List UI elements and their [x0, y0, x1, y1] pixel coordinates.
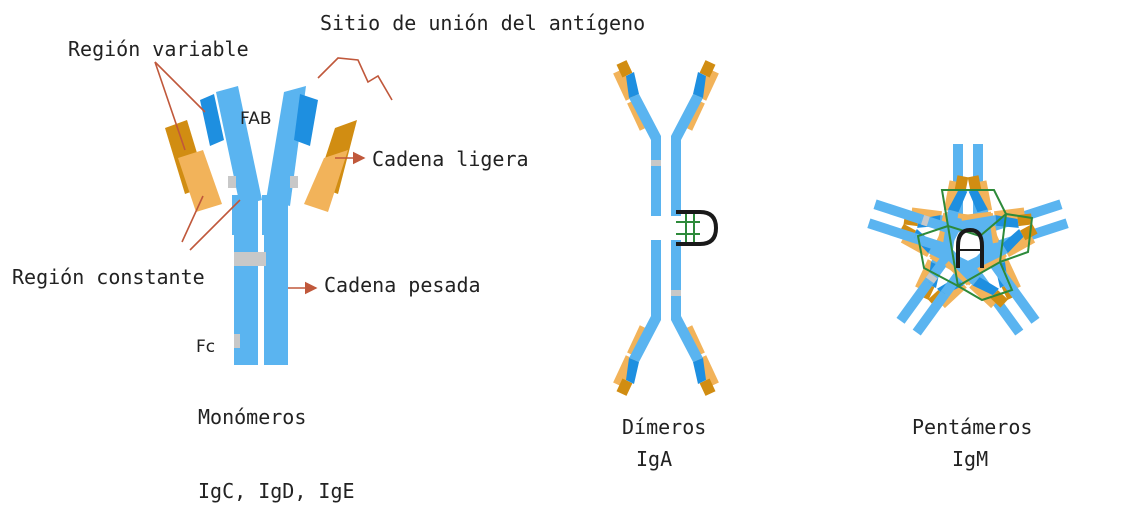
dimers-label: Dímeros: [622, 415, 706, 439]
monomers-label: Monómeros: [198, 405, 306, 429]
fc-label: Fc: [196, 337, 215, 357]
light-chain-label: Cadena ligera: [372, 147, 529, 171]
pentamer-type-label: IgM: [952, 447, 988, 471]
constant-region-label: Región constante: [12, 265, 205, 289]
j-chain: [676, 210, 719, 246]
annotation-lines: [154, 57, 393, 295]
monomer-antibody: [165, 86, 357, 365]
dimer-type-label: IgA: [636, 447, 672, 471]
j-chain-pentamer: [956, 227, 984, 268]
heavy-chain-stem-right: [264, 195, 288, 365]
fab-label: FAB: [240, 109, 272, 129]
monomer-types-label: IgC, IgD, IgE: [198, 479, 355, 503]
hinge-region: [234, 252, 266, 266]
light-chain-left: [165, 120, 222, 212]
variable-region-label: Región variable: [68, 37, 249, 61]
disulfide-bonds: [916, 189, 1034, 302]
antigen-binding-site-label: Sitio de unión del antígeno: [320, 11, 645, 35]
heavy-chain-label: Cadena pesada: [324, 273, 481, 297]
pentamers-label: Pentámeros: [912, 415, 1032, 439]
pentamer-antibody: [855, 144, 1081, 358]
dimer-antibody: [613, 60, 719, 396]
light-chain-right: [304, 120, 357, 212]
